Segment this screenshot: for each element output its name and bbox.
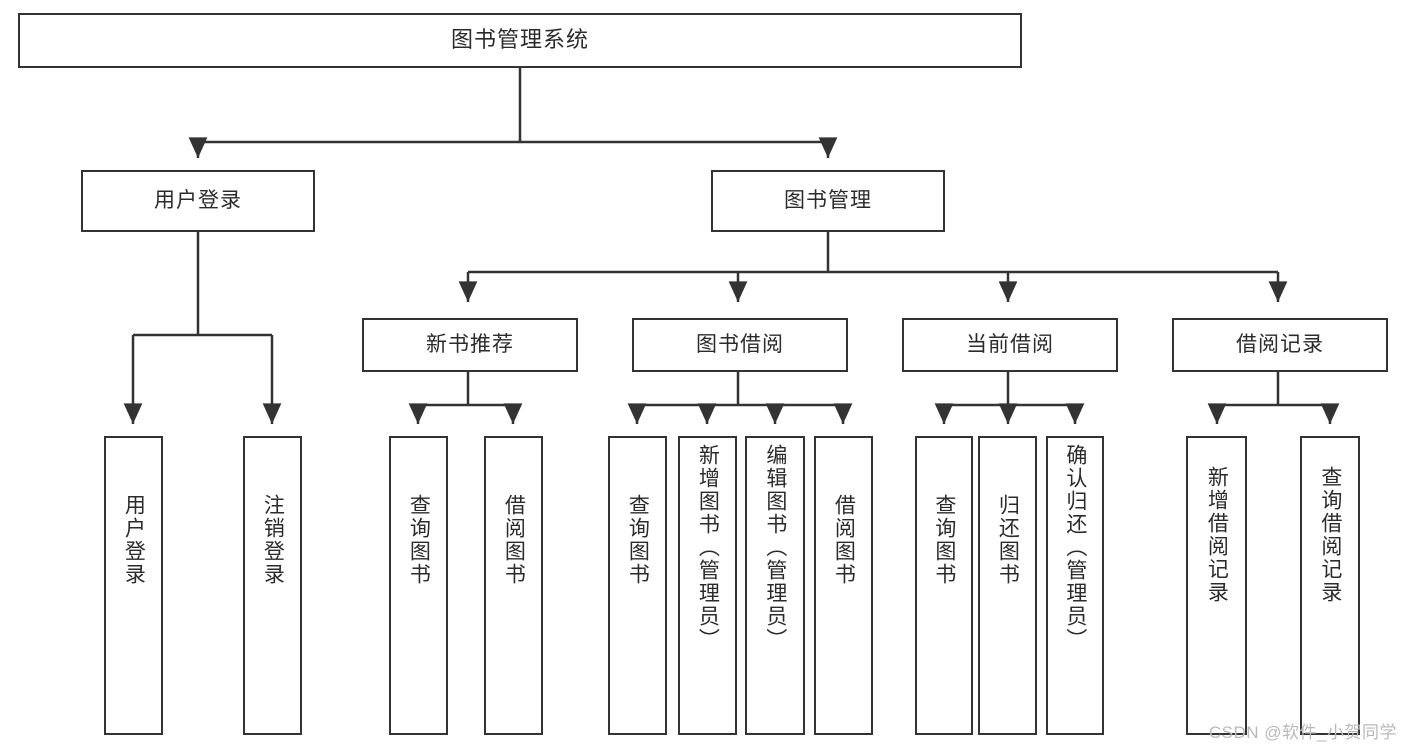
node-current-borrow[interactable]: 当前借阅 [902, 318, 1118, 372]
node-leaf-confirm-return[interactable]: 确认归还（管理员） [1046, 436, 1104, 735]
node-label: 图书借阅 [696, 333, 784, 357]
node-label: 查询图书 [626, 494, 650, 586]
node-leaf-logout-login[interactable]: 注销登录 [243, 436, 302, 735]
edges-user-login-to-leaves [123, 232, 282, 424]
node-leaf-query-book-1[interactable]: 查询图书 [389, 436, 448, 735]
node-label: 注销登录 [261, 494, 285, 586]
node-leaf-add-record[interactable]: 新增借阅记录 [1186, 436, 1247, 735]
node-label: 新增借阅记录 [1205, 466, 1229, 604]
node-leaf-borrow-book-1[interactable]: 借阅图书 [484, 436, 543, 735]
edges-new-book-recommend-to-leaves [408, 372, 523, 424]
edges-book-borrow-to-leaves [627, 372, 853, 424]
node-leaf-query-book-2[interactable]: 查询图书 [608, 436, 667, 735]
node-leaf-add-book-admin[interactable]: 新增图书（管理员） [678, 436, 737, 735]
node-leaf-borrow-book-2[interactable]: 借阅图书 [814, 436, 873, 735]
node-label: 用户登录 [122, 494, 146, 586]
node-leaf-query-book-3[interactable]: 查询图书 [915, 436, 973, 735]
node-label: 图书管理 [784, 189, 872, 213]
node-label: 确认归还（管理员） [1063, 444, 1087, 651]
node-label: 当前借阅 [966, 333, 1054, 357]
node-label: 查询图书 [932, 494, 956, 586]
node-label: 查询图书 [407, 494, 431, 586]
node-label: 编辑图书（管理员） [763, 444, 787, 651]
node-leaf-user-login[interactable]: 用户登录 [104, 436, 163, 735]
node-label: 借阅图书 [502, 494, 526, 586]
node-label: 查询借阅记录 [1318, 466, 1342, 604]
edges-root-to-level2 [188, 68, 838, 158]
node-borrow-record[interactable]: 借阅记录 [1172, 318, 1388, 372]
node-label: 借阅记录 [1236, 333, 1324, 357]
node-book-manage[interactable]: 图书管理 [711, 170, 945, 232]
node-label: 借阅图书 [832, 494, 856, 586]
edges-current-borrow-to-leaves [934, 372, 1085, 424]
node-leaf-return-book[interactable]: 归还图书 [978, 436, 1037, 735]
node-label: 归还图书 [996, 494, 1020, 586]
node-book-borrow[interactable]: 图书借阅 [632, 318, 848, 372]
edges-borrow-record-to-leaves [1207, 372, 1340, 424]
node-label: 图书管理系统 [450, 27, 589, 53]
node-user-login[interactable]: 用户登录 [81, 170, 315, 232]
node-new-book-recommend[interactable]: 新书推荐 [362, 318, 578, 372]
edges-book-manage-to-level3 [458, 232, 1288, 302]
node-label: 用户登录 [154, 189, 242, 213]
node-leaf-edit-book-admin[interactable]: 编辑图书（管理员） [745, 436, 805, 735]
node-label: 新增图书（管理员） [696, 444, 720, 651]
node-root-system[interactable]: 图书管理系统 [18, 13, 1022, 68]
node-leaf-query-record[interactable]: 查询借阅记录 [1300, 436, 1360, 735]
node-label: 新书推荐 [426, 333, 514, 357]
